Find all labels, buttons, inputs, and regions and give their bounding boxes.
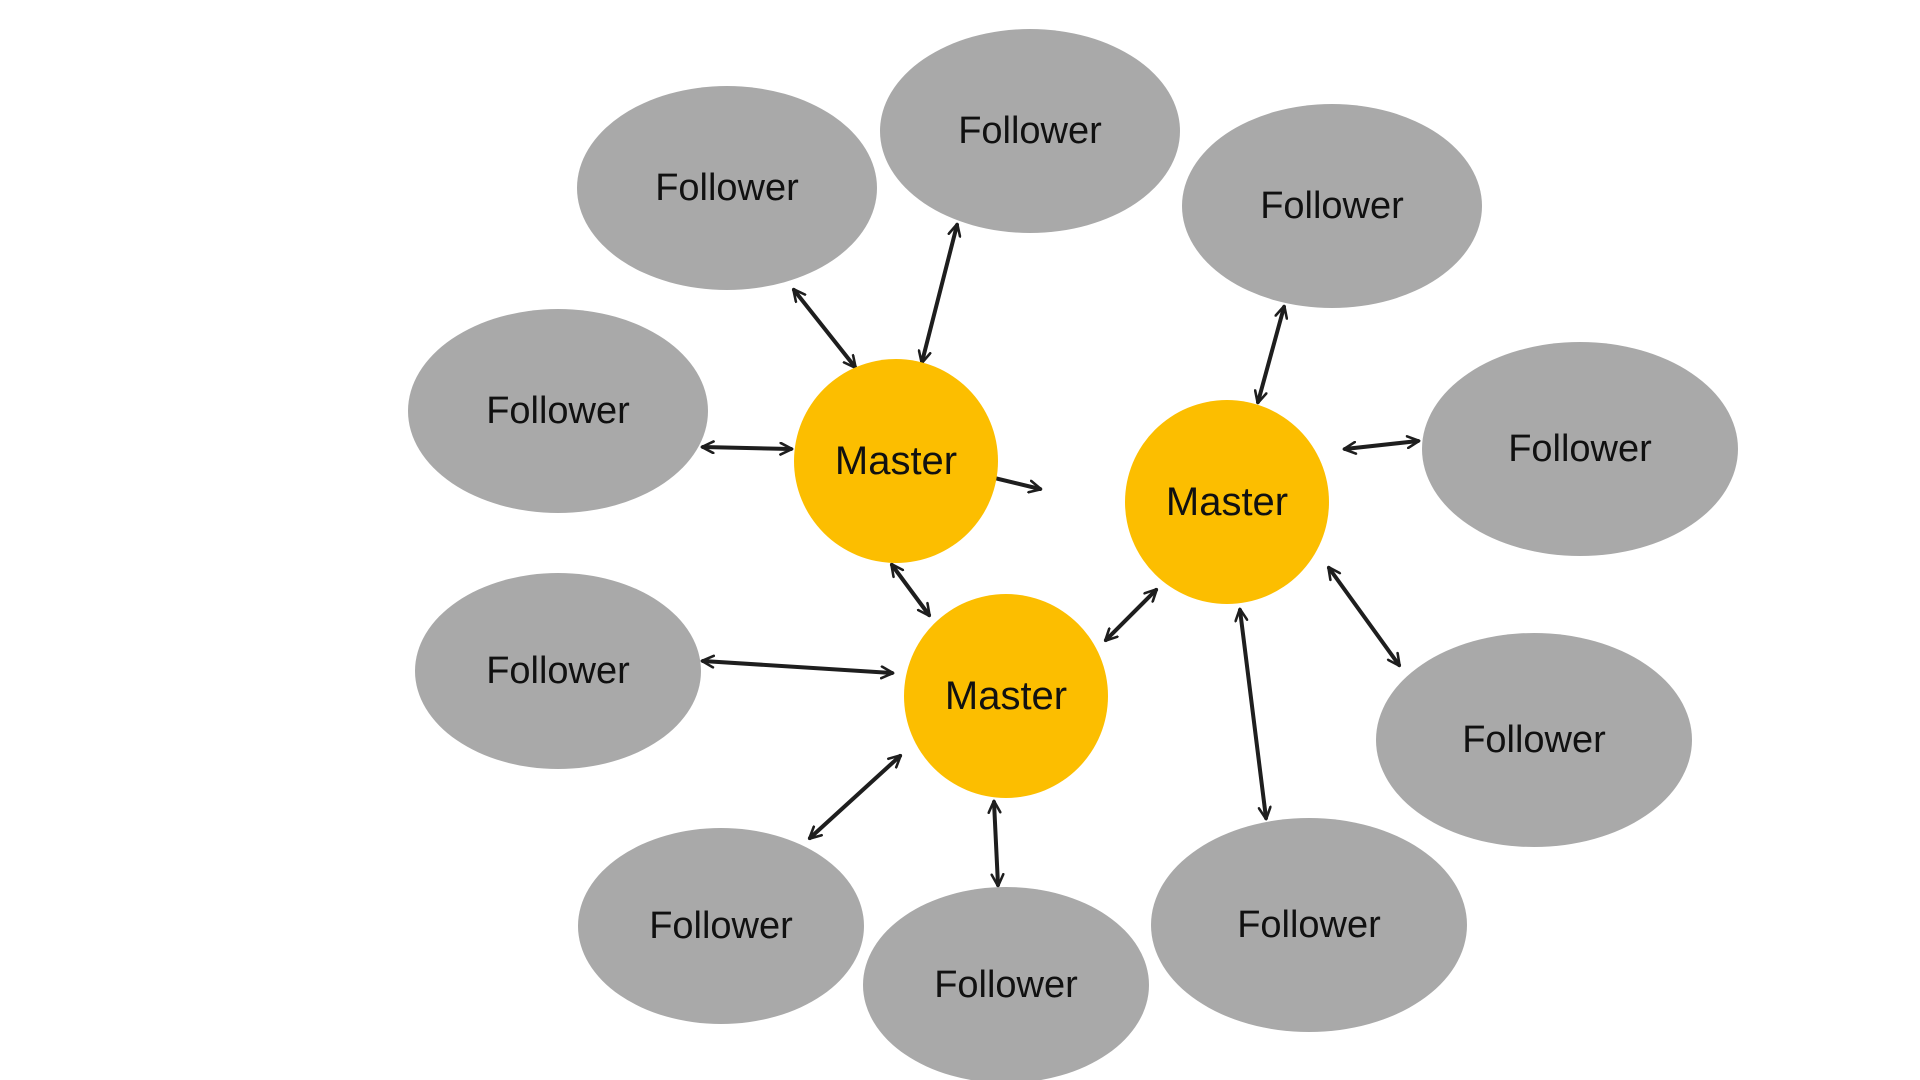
arrow-master1-master3: [890, 565, 931, 615]
follower-node: Follower: [578, 828, 864, 1024]
follower-label: Follower: [486, 390, 630, 432]
follower-ellipse: [863, 887, 1149, 1080]
follower-ellipse: [408, 309, 708, 513]
follower-ellipse: [578, 828, 864, 1024]
follower-ellipse: [1182, 104, 1482, 308]
follower-nodes: Follower Follower Follower Follower Foll…: [408, 29, 1738, 1080]
follower-ellipse: [577, 86, 877, 290]
follower-node: Follower: [863, 887, 1149, 1080]
follower-ellipse: [1376, 633, 1692, 847]
master-nodes: Master Master Master: [794, 359, 1329, 798]
master-label: Master: [835, 439, 957, 483]
follower-label: Follower: [1508, 428, 1652, 470]
follower-node: Follower: [1151, 818, 1467, 1032]
follower-label: Follower: [1260, 185, 1404, 227]
follower-node: Follower: [1182, 104, 1482, 308]
follower-label: Follower: [934, 964, 1078, 1006]
follower-node: Follower: [415, 573, 701, 769]
master-label: Master: [1166, 480, 1288, 524]
connection-arrows: [703, 225, 1418, 885]
arrow-master2-master3: [1106, 590, 1156, 640]
master-circle: [1125, 400, 1329, 604]
follower-node: Follower: [880, 29, 1180, 233]
follower-node: Follower: [1376, 633, 1692, 847]
arrow-master2-follower-lower-right: [1327, 568, 1401, 665]
master-label: Master: [945, 674, 1067, 718]
follower-ellipse: [1422, 342, 1738, 556]
arrow-master2-follower-bottom-right: [1240, 610, 1266, 818]
arrow-master3-follower-bottom: [994, 802, 998, 885]
follower-label: Follower: [649, 905, 793, 947]
arrow-master3-follower-left: [703, 661, 892, 673]
follower-label: Follower: [486, 650, 630, 692]
master-node: Master: [1125, 400, 1329, 604]
arrow-master3-follower-bottom-left: [810, 756, 900, 838]
arrow-master1-follower-top: [922, 225, 957, 362]
follower-label: Follower: [1462, 719, 1606, 761]
follower-ellipse: [415, 573, 701, 769]
arrow-master2-follower-right: [1345, 441, 1418, 449]
master-node: Master: [904, 594, 1108, 798]
master-circle: [794, 359, 998, 563]
arrow-master2-follower-top-right: [1258, 307, 1284, 402]
arrow-master1-follower-left: [703, 447, 791, 449]
follower-ellipse: [1151, 818, 1467, 1032]
master-circle: [904, 594, 1108, 798]
follower-ellipse: [880, 29, 1180, 233]
arrow-master1-follower-top-left: [794, 290, 855, 367]
master-node: Master: [794, 359, 998, 563]
follower-label: Follower: [1237, 904, 1381, 946]
follower-node: Follower: [577, 86, 877, 290]
follower-node: Follower: [408, 309, 708, 513]
follower-node: Follower: [1422, 342, 1738, 556]
follower-label: Follower: [958, 110, 1102, 152]
follower-label: Follower: [655, 167, 799, 209]
